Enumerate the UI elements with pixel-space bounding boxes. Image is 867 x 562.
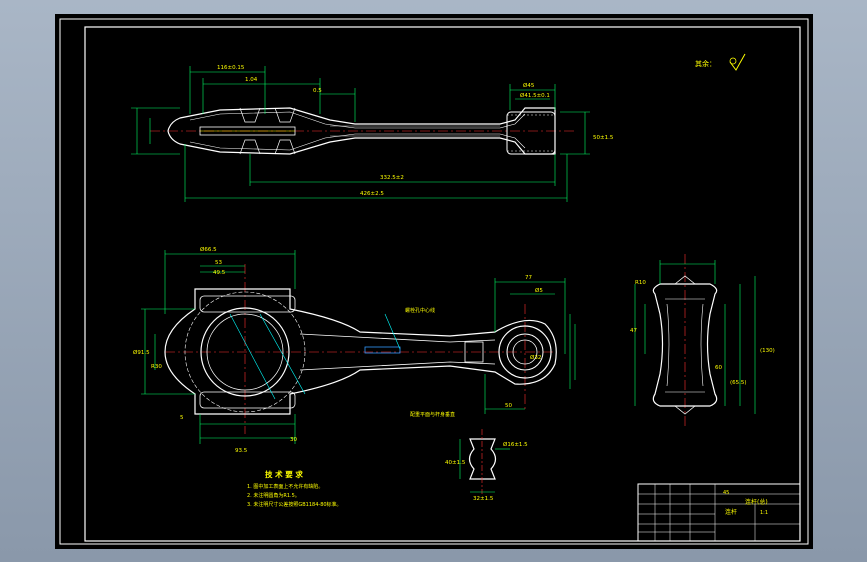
front-view: Ø66.5 53 49.5 77 Ø5 R30 Ø32 50 Ø91.5 93.…: [133, 246, 576, 454]
dim-40: 40±1.5: [445, 460, 466, 466]
cad-viewport[interactable]: 其余：: [55, 14, 813, 549]
title-block-scale: 1:1: [760, 510, 768, 516]
note-bolt-centerline: 螺栓孔中心线: [405, 307, 435, 314]
dim-30: 30: [290, 437, 297, 443]
technical-notes: 技 术 要 求 1. 图中加工表面上不允许有缺陷。 2. 未注明圆角为R1.5。…: [247, 469, 342, 508]
note-1: 1. 图中加工表面上不允许有缺陷。: [247, 483, 323, 490]
outer-border: [59, 18, 809, 545]
dim-53: 53: [215, 260, 222, 266]
dim-77: 77: [525, 275, 532, 281]
roughness-label: 其余：: [695, 59, 716, 68]
dim-47: 47: [630, 328, 637, 334]
dim-60: 60: [715, 365, 722, 371]
title-block-qty: 45: [723, 490, 729, 496]
dim-32b: 32±1.5: [473, 496, 494, 502]
dim-r30: R30: [151, 364, 162, 370]
side-view: R10 47 60 (65.5) (130): [630, 254, 775, 429]
dim-130: (130): [760, 348, 775, 354]
drawing-sheet: 其余：: [59, 18, 809, 545]
dim-915: Ø91.5: [133, 349, 150, 356]
dim-5: Ø5: [535, 287, 543, 294]
dim-45: Ø45: [523, 82, 535, 89]
dim-495: 49.5: [213, 270, 226, 276]
dim-116: 116±0.15: [217, 65, 245, 71]
note-balance-plane: 配重平面与杆身垂直: [410, 411, 455, 418]
title-block-part-name: 连杆(总): [745, 498, 768, 506]
section-detail: Ø16±1.5 40±1.5 32±1.5: [445, 429, 528, 502]
dim-332: 332.5±2: [380, 175, 404, 181]
note-2: 2. 未注明圆角为R1.5。: [247, 492, 300, 499]
dim-655: (65.5): [730, 380, 747, 386]
title-block-drawing-name: 连杆: [725, 508, 737, 516]
dim-415: Ø41.5±0.1: [520, 92, 550, 99]
dim-104: 1.04: [245, 77, 258, 83]
dim-426: 426±2.5: [360, 191, 384, 197]
dim-32: Ø32: [530, 354, 541, 361]
notes-title: 技 术 要 求: [265, 469, 303, 479]
top-view: 116±0.15 1.04 0.5 Ø45 332.5±2 426±2.5 Ø4…: [131, 65, 614, 202]
dim-50-front: 50: [505, 403, 512, 409]
dim-50: 50±1.5: [593, 135, 614, 141]
dim-05: 0.5: [313, 88, 322, 94]
dim-16: Ø16±1.5: [503, 441, 528, 448]
note-3: 3. 未注明尺寸公差按照GB1184-80标准。: [247, 501, 342, 508]
dim-5b: 5: [180, 415, 184, 421]
dim-r10: R10: [635, 280, 646, 286]
title-block: 45 连杆(总) 连杆 1:1: [637, 483, 801, 542]
dim-665: Ø66.5: [200, 246, 217, 253]
dim-935: 93.5: [235, 448, 248, 454]
inner-border: [84, 26, 801, 542]
roughness-symbol-icon: [729, 53, 746, 71]
